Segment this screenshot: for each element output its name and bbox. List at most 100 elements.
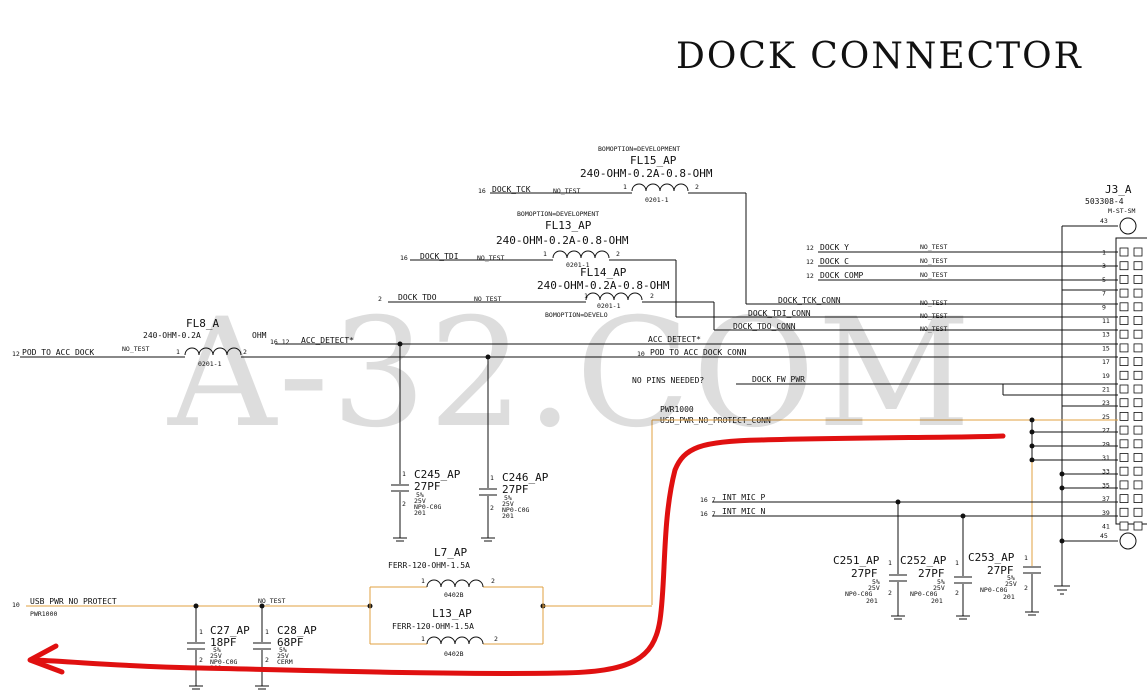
fl15-pkg: 0201-1 (645, 196, 669, 204)
c252-pkg: 201 (931, 597, 943, 605)
fl8-pin1: 1 (176, 348, 180, 356)
net-pwr1000: PWR1000 (660, 405, 694, 414)
connector-pad (1119, 453, 1129, 462)
c251-pkg: 201 (866, 597, 878, 605)
connector-j3: J3_A 503308-4 M-ST-SM 43 45 135791113151… (1054, 183, 1147, 595)
l13-pin1: 1 (421, 635, 425, 643)
connector-pad (1133, 261, 1143, 271)
l7-pin2: 2 (491, 577, 495, 585)
connector-pad (1119, 411, 1129, 421)
connector-pad (1133, 521, 1143, 531)
connector-pad (1133, 411, 1143, 421)
pod-conn-ref: 10 (637, 350, 645, 358)
c251-pin1: 1 (888, 559, 892, 567)
fl15-coil (631, 183, 689, 192)
c246-pkg: 201 (502, 512, 514, 520)
connector-mount-top (1119, 217, 1137, 235)
c251-volt: 25V (868, 584, 880, 592)
annotation-arrow (31, 433, 1006, 676)
fl8-coil (184, 347, 242, 356)
dock-c-ref: 12 (806, 258, 814, 266)
c246-ref: C246_AP (502, 471, 549, 484)
net-pod-to-acc-dock: POD_TO_ACC_DOCK (22, 348, 94, 357)
conn-net-labels: DOCK_TCK_CONN DOCK_TDI_CONN DOCK_TDO_CON… (733, 243, 1118, 333)
connector-pad (1133, 480, 1143, 490)
c28-ref: C28_AP (277, 624, 317, 637)
fl8-value-end: OHM (252, 331, 267, 340)
c252-volt: 25V (933, 584, 945, 592)
annotation-arrowhead (27, 643, 65, 675)
filter-fl13: BOMOPTION=DEVELOPMENT FL13_AP 240-OHM-0.… (400, 210, 1118, 318)
c27-pin1: 1 (199, 628, 203, 636)
connector-pin-17: 17 (1102, 358, 1110, 366)
fl14-value: 240-OHM-0.2A-0.8-OHM (537, 279, 670, 292)
mic-n-ref: 16 7 (700, 510, 716, 518)
fl14-pkg: 0201-1 (597, 302, 621, 310)
c253-pin2: 2 (1024, 584, 1028, 592)
l7-pin1: 1 (421, 577, 425, 585)
fl8-value: 240-OHM-0.2A (143, 331, 201, 340)
connector-pin-21: 21 (1102, 386, 1110, 394)
dock-tdo-ref: 2 (378, 295, 382, 303)
net-dock-c: DOCK_C (820, 257, 849, 266)
c251-value: 27PF (851, 567, 878, 580)
connector-pad (1133, 316, 1143, 325)
fl15-value: 240-OHM-0.2A-0.8-OHM (580, 167, 713, 180)
l7-value: FERR-120-OHM-1.5A (388, 561, 470, 570)
filter-fl14: FL14_AP 240-OHM-0.2A-0.8-OHM 1 2 0201-1 … (378, 266, 1118, 331)
c253-pin1: 1 (1024, 554, 1028, 562)
usb-pwr-net: PWR1000 USB_PWR_NO_PROTECT_CONN (651, 405, 1118, 605)
c253-volt: 25V (1005, 580, 1017, 588)
connector-pad (1119, 521, 1129, 531)
c253-pkg: 201 (1003, 593, 1015, 601)
dock-c-notest: NO_TEST (920, 257, 947, 265)
connector-pad (1133, 247, 1143, 257)
dock-tdo-notest: NO_TEST (474, 295, 501, 303)
net-dock-tdo: DOCK_TDO (398, 293, 437, 302)
connector-pad (1119, 384, 1129, 394)
fl14-pin2: 2 (650, 292, 654, 300)
c27-value: 18PF (210, 636, 237, 649)
c28-tol: 5% (279, 646, 287, 654)
c253-dielectric: NP0-C0G (980, 586, 1007, 594)
connector-pad (1119, 247, 1129, 257)
l7-pkg: 0402B (444, 591, 464, 599)
pod-to-acc-ref: 12 (12, 350, 20, 358)
fl13-pin1: 1 (543, 250, 547, 258)
tdi-conn-notest: NO_TEST (920, 312, 947, 320)
filter-fl8: FL8_A 240-OHM-0.2A OHM 1 2 0201-1 12 POD… (12, 317, 1118, 368)
fl8-ref: FL8_A (186, 317, 219, 330)
c245-value: 27PF (414, 480, 441, 493)
cap-c251: 1 2 C251_AP 27PF 5% 25V NP0-C0G 201 (833, 502, 907, 620)
c245-pin2: 2 (402, 500, 406, 508)
connector-pad (1119, 343, 1129, 353)
connector-pad (1133, 453, 1143, 462)
connector-pad (1119, 329, 1129, 339)
c252-value: 27PF (918, 567, 945, 580)
fl8-pkg: 0201-1 (198, 360, 222, 368)
connector-pad (1133, 466, 1143, 476)
mic-block: 16 7 INT_MIC_P 16 7 INT_MIC_N (700, 493, 1118, 519)
dock-comp-ref: 12 (806, 272, 814, 280)
connector-pin-37: 37 (1102, 495, 1110, 503)
connector-pin-35: 35 (1102, 481, 1110, 489)
acc-detect-ref: 16 12 (270, 338, 290, 346)
fl15-ref: FL15_AP (630, 154, 677, 167)
connector-pin-13: 13 (1102, 331, 1110, 339)
l13-pin2: 2 (494, 635, 498, 643)
net-acc-detect: ACC_DETECT* (301, 336, 354, 345)
fl13-coil (552, 250, 610, 259)
connector-pad (1133, 398, 1143, 408)
connector-package: M-ST-SM (1108, 207, 1135, 215)
connector-pin-41: 41 (1102, 523, 1110, 531)
net-dock-tck: DOCK_TCK (492, 185, 531, 194)
c253-tol: 5% (1007, 574, 1015, 582)
l7-ref: L7_AP (434, 546, 467, 559)
l13-value: FERR-120-OHM-1.5A (392, 622, 474, 631)
connector-pin-25: 25 (1102, 413, 1110, 421)
fl15-bom: BOMOPTION=DEVELOPMENT (598, 145, 680, 153)
connector-pad (1133, 288, 1143, 298)
c251-dielectric: NP0-C0G (845, 590, 872, 598)
c252-dielectric: NP0-C0G (910, 590, 937, 598)
